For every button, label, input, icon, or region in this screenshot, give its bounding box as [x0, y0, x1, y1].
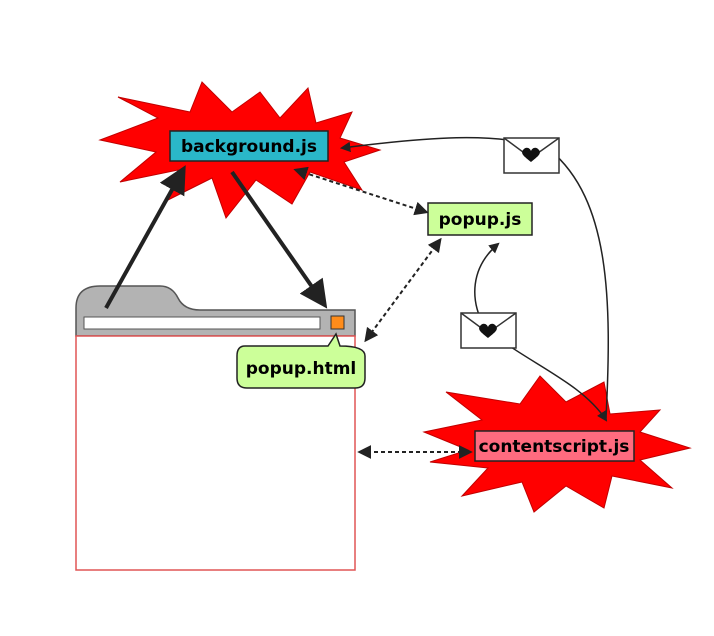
popupjs-popuphtml-dotted-arrow [364, 237, 442, 343]
contentscript-js-node: contentscript.js [474, 430, 635, 462]
popup-js-node: popup.js [427, 202, 533, 236]
background-to-browser-line [104, 165, 186, 309]
contentscript-js-label: contentscript.js [479, 437, 630, 457]
popup-html-node: popup.html [236, 332, 366, 389]
popup-js-label: popup.js [439, 210, 522, 230]
envelope-heart-icon [460, 312, 517, 349]
popup-html-label: popup.html [246, 359, 357, 379]
contentscript-to-background-message-curve [339, 136, 610, 419]
background-popupjs-dotted-arrow [293, 166, 429, 216]
envelope-heart-icon [503, 137, 560, 174]
browser-window-icon [75, 285, 356, 571]
background-js-node: background.js [169, 130, 329, 162]
background-js-label: background.js [181, 137, 317, 157]
background-to-extension-button-line [230, 170, 328, 309]
browser-address-bar [83, 316, 321, 330]
extension-button-icon[interactable] [330, 315, 345, 330]
